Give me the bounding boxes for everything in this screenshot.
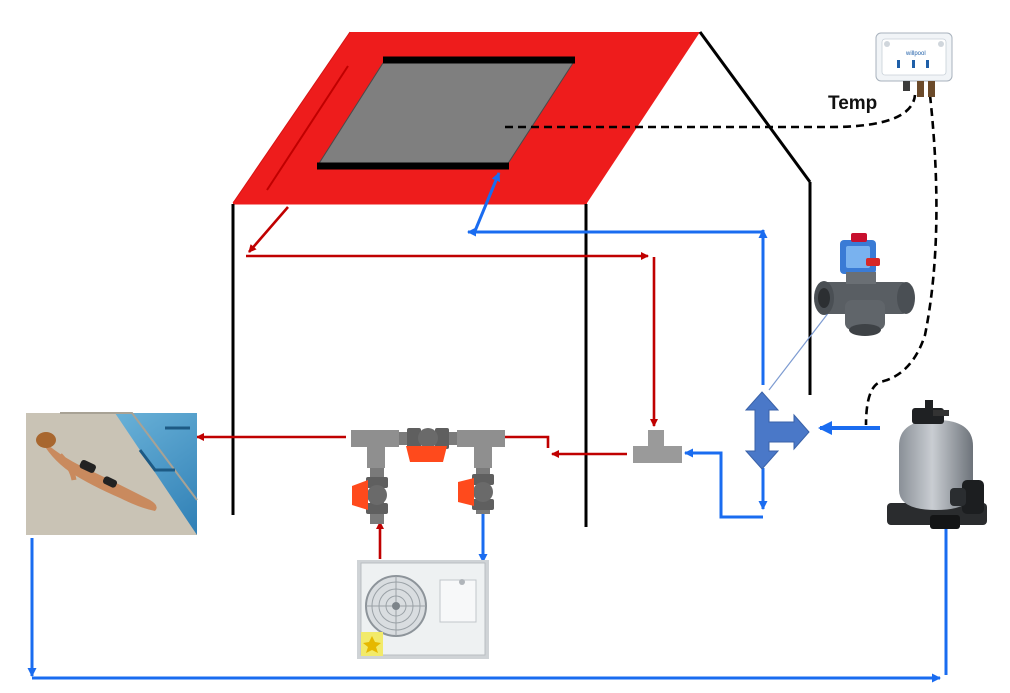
cold-arrow-to-tee [684,448,763,519]
roof-edge-left [232,31,351,204]
cold-arrow-to-panel [473,172,501,232]
hot-arrow-to-manifold [496,433,550,448]
temp-label: Temp [828,93,877,114]
ball-valve-icon[interactable] [458,468,494,514]
sensor-wires [505,94,938,426]
controller-brand: willpool [905,51,926,57]
heat-pump-icon [357,560,489,659]
ball-valve-icon[interactable] [399,428,457,462]
control-wire [864,94,938,426]
pool-swimmer-photo [26,412,198,535]
roof-ridge-line [698,31,812,183]
tee-fitting-icon [633,430,682,463]
solar-panel-icon [317,56,575,170]
three-way-diverter-icon[interactable] [744,391,810,470]
hot-flow [196,206,658,559]
ball-valve-icon[interactable] [352,468,388,524]
hot-arrow-roof-down [248,206,289,253]
bypass-manifold [351,428,505,524]
roof-crease [266,65,349,191]
controller-box-icon: willpool [875,32,953,97]
cold-flow [27,172,951,683]
motorized-valve-icon [768,233,915,391]
temp-sensor-wire [505,94,917,129]
sand-filter-pump-icon [887,400,987,529]
